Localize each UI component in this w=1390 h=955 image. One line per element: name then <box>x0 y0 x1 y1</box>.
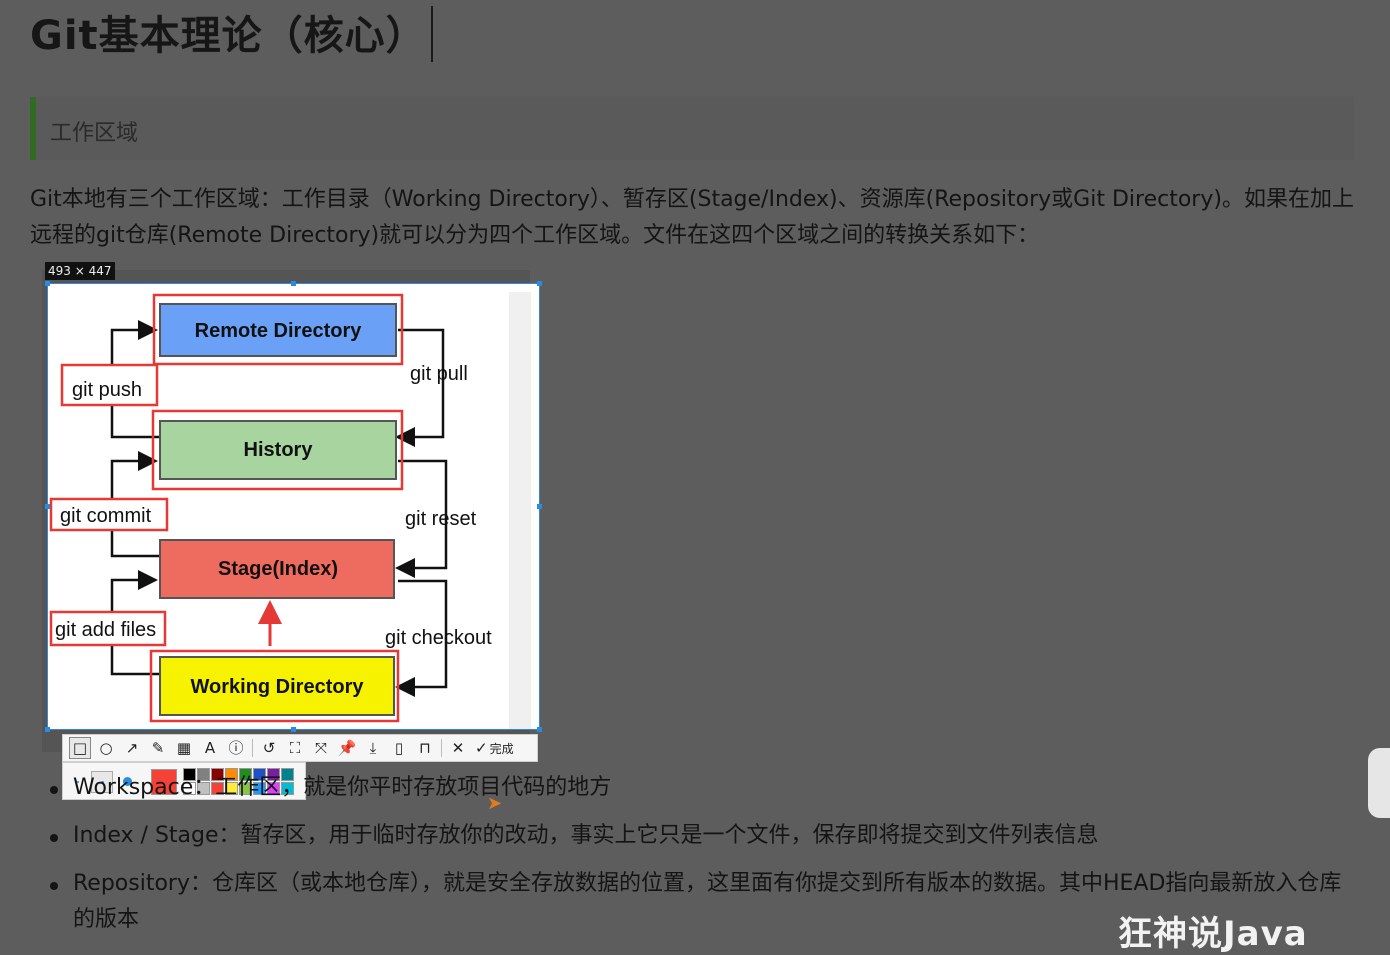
pen-icon[interactable]: ✎ <box>151 738 165 757</box>
done-button[interactable]: ✓完成 <box>475 739 514 757</box>
color-swatch[interactable] <box>281 768 294 781</box>
ocr-icon[interactable]: ⛶ <box>289 738 301 757</box>
watermark: 狂神说Java <box>1118 914 1308 954</box>
color-swatch[interactable] <box>267 782 280 795</box>
resize-handle-tr[interactable] <box>537 281 542 286</box>
label-git-pull: git pull <box>410 363 468 385</box>
brush-size-large[interactable] <box>123 777 132 786</box>
resize-handle-bl[interactable] <box>45 727 50 732</box>
selection-region[interactable]: Remote Directory History Stage(Index) Wo… <box>45 281 542 732</box>
mosaic-icon[interactable]: ▦ <box>176 738 192 757</box>
color-swatch[interactable] <box>211 768 224 781</box>
color-swatch[interactable] <box>197 782 210 795</box>
save-icon[interactable]: ▯ <box>394 738 404 757</box>
label-git-push: git push <box>72 379 142 401</box>
label-git-checkout: git checkout <box>385 627 492 649</box>
color-swatches <box>183 768 294 795</box>
git-workflow-diagram: Remote Directory History Stage(Index) Wo… <box>48 284 539 729</box>
current-color-swatch[interactable] <box>151 769 177 795</box>
box-working: Working Directory <box>149 649 400 723</box>
arrow-icon[interactable]: ↗ <box>125 738 139 757</box>
resize-handle-br[interactable] <box>537 727 542 732</box>
brush-size-small[interactable] <box>77 781 79 783</box>
box-stage: Stage(Index) <box>159 539 395 599</box>
color-palette <box>62 762 306 800</box>
text-caret <box>431 6 433 62</box>
color-swatch[interactable] <box>225 768 238 781</box>
number-icon[interactable]: ⓘ <box>228 738 244 757</box>
rectangle-icon[interactable]: □ <box>69 737 91 759</box>
color-swatch[interactable] <box>197 768 210 781</box>
label-git-add: git add files <box>55 619 156 641</box>
label-git-reset: git reset <box>405 508 477 530</box>
list-item-repository: Repository：仓库区（或本地仓库），就是安全存放数据的位置，这里面有你提… <box>48 866 1343 938</box>
list-item-workspace: Workspace：工作区，就是你平时存放项目代码的地方 <box>48 770 611 806</box>
list-item-index: Index / Stage：暂存区，用于临时存放你的改动，事实上它只是一个文件，… <box>48 818 1099 854</box>
toolbar-separator <box>252 739 253 757</box>
intro-paragraph: Git本地有三个工作区域：工作目录（Working Directory）、暂存区… <box>30 187 1354 248</box>
box-stage-label: Stage(Index) <box>218 558 338 580</box>
brush-size-medium-dot <box>101 781 104 784</box>
color-swatch[interactable] <box>267 768 280 781</box>
resize-handle-l[interactable] <box>45 504 50 509</box>
close-icon[interactable]: ✕ <box>451 738 465 757</box>
brush-size-medium[interactable] <box>91 771 113 793</box>
box-remote-label: Remote Directory <box>195 320 363 342</box>
download-icon[interactable]: ⤓ <box>369 738 377 757</box>
selection-size-label: 493 × 447 <box>45 262 115 280</box>
done-label: 完成 <box>489 741 514 756</box>
resize-handle-t[interactable] <box>291 281 296 286</box>
color-swatch[interactable] <box>253 782 266 795</box>
color-swatch[interactable] <box>225 782 238 795</box>
color-swatch[interactable] <box>211 782 224 795</box>
toolbar-separator <box>441 739 442 757</box>
resize-handle-tl[interactable] <box>45 281 50 286</box>
section-quote: 工作区域 <box>30 97 1354 160</box>
text-icon[interactable]: A <box>204 738 216 757</box>
box-history: History <box>151 409 404 491</box>
color-swatch[interactable] <box>239 782 252 795</box>
resize-handle-b[interactable] <box>291 727 296 732</box>
color-swatch[interactable] <box>281 782 294 795</box>
box-history-label: History <box>244 439 314 461</box>
undo-icon[interactable]: ↺ <box>262 738 276 757</box>
color-swatch[interactable] <box>183 768 196 781</box>
page-title: Git基本理论（核心） <box>30 13 427 59</box>
pin-icon[interactable]: 📌 <box>337 738 357 757</box>
box-working-label: Working Directory <box>191 676 365 698</box>
color-swatch[interactable] <box>239 768 252 781</box>
check-icon: ✓ <box>475 739 488 757</box>
bookmark-icon[interactable]: ⊓ <box>419 738 431 757</box>
color-swatch[interactable] <box>183 782 196 795</box>
ellipse-icon[interactable]: ○ <box>99 738 113 757</box>
translate-icon[interactable]: ⤧ <box>314 738 327 757</box>
pointer-cursor-icon: ➤ <box>487 793 503 814</box>
color-swatch[interactable] <box>253 768 266 781</box>
label-git-commit: git commit <box>60 505 152 527</box>
quote-text: 工作区域 <box>50 121 139 146</box>
side-panel-tab[interactable] <box>1368 748 1390 818</box>
resize-handle-r[interactable] <box>537 504 542 509</box>
box-remote: Remote Directory <box>152 293 404 366</box>
